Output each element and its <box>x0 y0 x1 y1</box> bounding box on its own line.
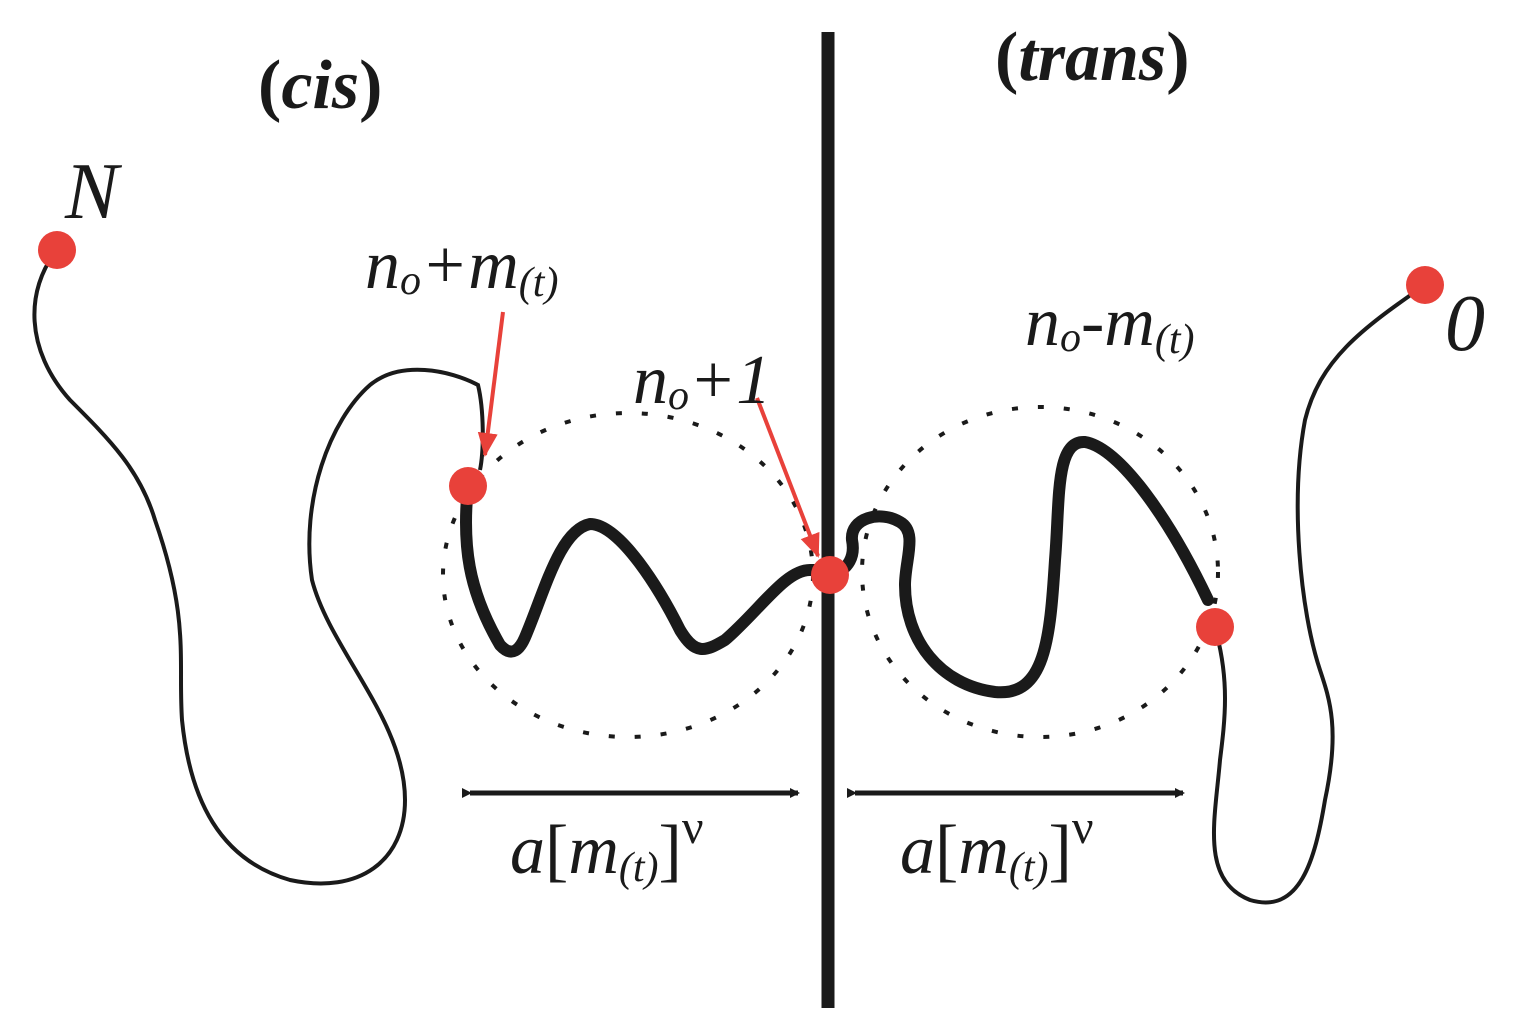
bead-end-n <box>38 231 76 269</box>
cis-label: (cis) <box>258 47 382 124</box>
pore-index-arrow <box>755 397 820 558</box>
bead-cis-boundary <box>449 467 487 505</box>
bead-pore <box>811 556 849 594</box>
trans-label: (trans) <box>995 19 1190 96</box>
end-0-label: 0 <box>1445 280 1485 368</box>
cis-blob-circle <box>441 411 815 739</box>
cis-index-label: no+m(t) <box>365 227 558 306</box>
trans-blob-circle <box>860 405 1220 739</box>
cis-radius-label: a[m(t)]ν <box>510 801 704 891</box>
cis-index-arrow <box>477 311 505 457</box>
cis-tail-chain <box>32 248 485 886</box>
end-n-label: N <box>64 148 123 236</box>
cis-blob-chain <box>459 479 832 658</box>
pore-index-label: no+1 <box>633 342 771 419</box>
bead-trans-boundary <box>1196 608 1234 646</box>
trans-blob-chain <box>824 436 1214 699</box>
trans-radius-label: a[m(t)]ν <box>900 801 1094 891</box>
trans-tail-chain <box>1211 283 1427 905</box>
bead-end-0 <box>1406 266 1444 304</box>
trans-index-label: no-m(t) <box>1025 284 1195 363</box>
